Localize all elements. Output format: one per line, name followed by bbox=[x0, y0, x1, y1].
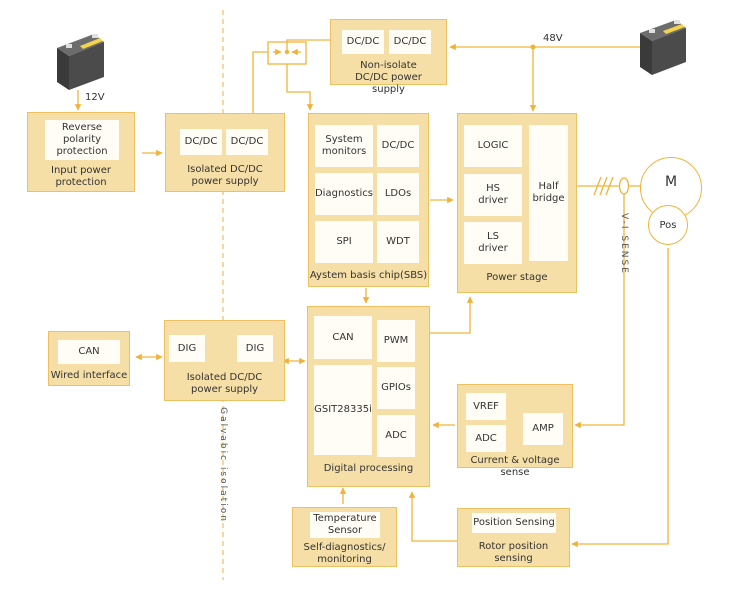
wired-can: CAN bbox=[58, 340, 120, 364]
isolated-dig-block: DIG DIG Isolated DC/DC power supply bbox=[164, 320, 285, 401]
position-sensor-circle: Pos bbox=[648, 205, 688, 245]
current-voltage-sense-block: VREF ADC AMP Current & voltage sense bbox=[457, 384, 573, 478]
sbs-spi: SPI bbox=[315, 221, 373, 263]
input-power-caption: Input power protection bbox=[51, 165, 111, 188]
isolated-dig-2: DIG bbox=[237, 335, 273, 362]
sbs-caption: Aystem basis chip(SBS) bbox=[309, 270, 428, 281]
wired-caption: Wired interface bbox=[50, 370, 128, 381]
power-ls-driver: LS driver bbox=[464, 222, 522, 264]
sense-amp: AMP bbox=[523, 413, 563, 445]
isolated-dcdc-2: DC/DC bbox=[226, 129, 268, 155]
isolated-dcdc-caption: Isolated DC/DC power supply bbox=[187, 164, 263, 187]
non-isolate-caption: Non-isolate DC/DC power supply bbox=[355, 60, 422, 95]
sense-adc: ADC bbox=[466, 425, 506, 452]
sbs-system-monitors: System monitors bbox=[315, 125, 373, 167]
wire-vi-sense bbox=[574, 194, 625, 429]
sbs-block: System monitors DC/DC Diagnostics LDOs S… bbox=[308, 113, 429, 287]
digital-gsit28335i: GSIT28335i bbox=[314, 365, 372, 455]
vi-sense-label: V-I SENSE bbox=[619, 213, 629, 275]
self-diagnostics-caption: Self-diagnostics/ monitoring bbox=[303, 542, 386, 565]
position-sensing-cell: Position Sensing bbox=[472, 513, 556, 533]
digital-processing-block: CAN PWM GSIT28335i GPIOs ADC Digital pro… bbox=[307, 306, 430, 487]
isolated-dig-1: DIG bbox=[169, 335, 205, 362]
rotor-position-block: Position Sensing Rotor position sensing bbox=[457, 508, 570, 567]
rotor-caption: Rotor position sensing bbox=[478, 541, 549, 564]
isolated-dcdc-1: DC/DC bbox=[180, 129, 222, 155]
wire-pwm-power bbox=[430, 296, 474, 334]
digital-can: CAN bbox=[314, 316, 372, 359]
battery-48v-icon bbox=[640, 20, 686, 75]
digital-gpios: GPIOs bbox=[377, 367, 415, 409]
sense-vref: VREF bbox=[466, 393, 506, 420]
digital-caption: Digital processing bbox=[323, 463, 414, 474]
digital-pwm: PWM bbox=[377, 320, 415, 362]
wire-rotor-digital bbox=[408, 491, 457, 542]
digital-adc: ADC bbox=[377, 415, 415, 457]
pos-label: Pos bbox=[659, 219, 677, 231]
input-power-block: Reverse polarity protection Input power … bbox=[27, 112, 135, 192]
reverse-polarity-cell: Reverse polarity protection bbox=[45, 120, 119, 160]
sense-caption: Current & voltage sense bbox=[470, 455, 560, 478]
wire-switch-sbs bbox=[286, 64, 314, 111]
label-48v: 48V bbox=[543, 33, 563, 44]
power-stage-block: LOGIC HS driver LS driver Half bridge Po… bbox=[457, 113, 577, 293]
wired-interface-block: CAN Wired interface bbox=[48, 331, 130, 386]
label-12v: 12V bbox=[85, 92, 105, 103]
galvanic-isolation-label: Galvabic isolation bbox=[218, 407, 228, 523]
isolated-dig-caption: Isolated DC/DC power supply bbox=[186, 372, 263, 395]
power-half-bridge: Half bridge bbox=[529, 125, 568, 261]
temperature-sensor-cell: Temperature Sensor bbox=[310, 512, 380, 538]
self-diagnostics-block: Temperature Sensor Self-diagnostics/ mon… bbox=[292, 507, 397, 567]
sbs-ldos: LDOs bbox=[377, 173, 419, 215]
motor-label: M bbox=[664, 174, 678, 190]
wire-isolated-switch bbox=[252, 51, 270, 113]
isolated-dcdc-block: DC/DC DC/DC Isolated DC/DC power supply bbox=[165, 113, 285, 192]
non-isolate-dcdc-block: DC/DC DC/DC Non-isolate DC/DC power supp… bbox=[330, 19, 447, 95]
power-stage-caption: Power stage bbox=[486, 272, 548, 283]
sbs-dcdc: DC/DC bbox=[377, 125, 419, 167]
sbs-diagnostics: Diagnostics bbox=[315, 173, 373, 215]
power-hs-driver: HS driver bbox=[464, 174, 522, 216]
power-logic: LOGIC bbox=[464, 125, 522, 167]
non-isolate-dcdc-1: DC/DC bbox=[342, 30, 384, 54]
sbs-wdt: WDT bbox=[377, 221, 419, 263]
wire-pos-rotor bbox=[571, 248, 669, 548]
wire-switch-nonisolate bbox=[286, 39, 330, 52]
battery-12v-icon bbox=[57, 34, 104, 90]
non-isolate-dcdc-2: DC/DC bbox=[389, 30, 431, 54]
